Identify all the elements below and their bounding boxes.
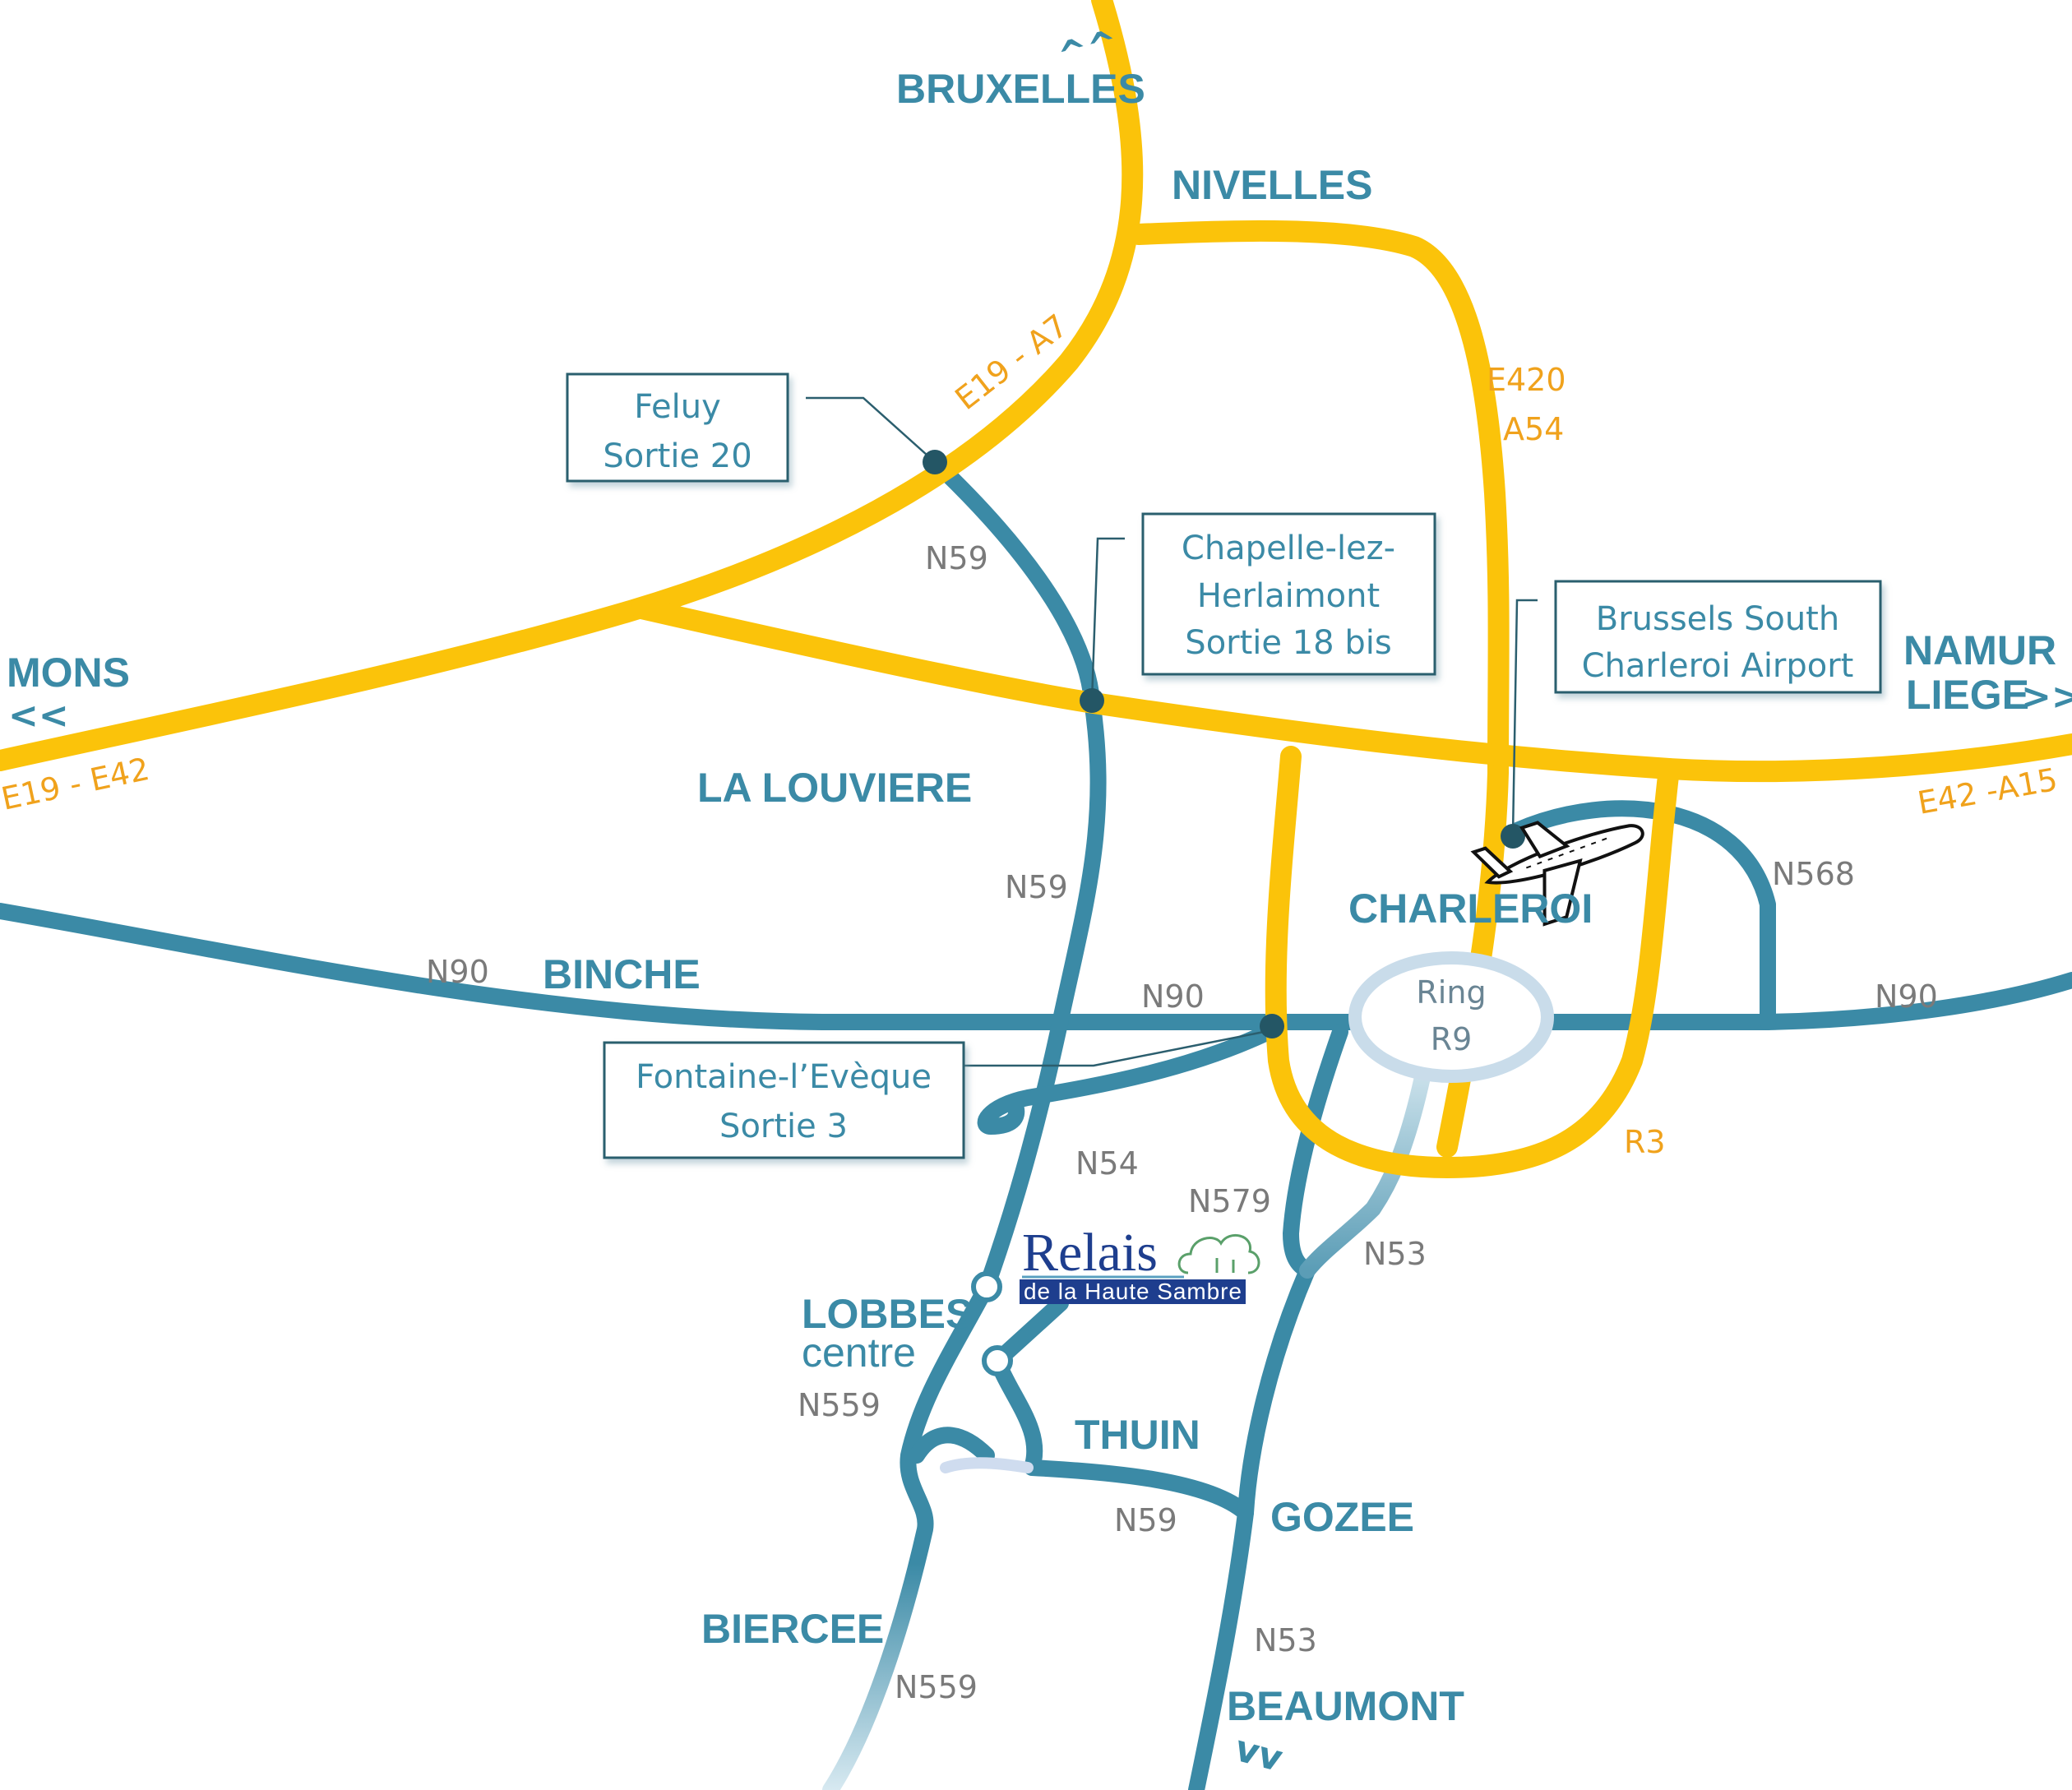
logo-relais: Relais de la Haute Sambre: [1020, 1223, 1260, 1304]
rd-n59-mid: N59: [1005, 869, 1068, 905]
ring-r9: Ring R9: [1348, 951, 1554, 1083]
box-feluy-frame: [566, 372, 789, 483]
rd-n559-top: N559: [798, 1387, 881, 1423]
junction-chapelle: [1080, 688, 1104, 713]
box-airport-frame: [1554, 580, 1882, 694]
city-gozee: GOZEE: [1270, 1494, 1414, 1540]
road-n559: [822, 1279, 995, 1790]
road-n568: [1509, 800, 1776, 1030]
ring-label-line1: Ring: [1416, 974, 1486, 1011]
city-thuin: THUIN: [1075, 1412, 1200, 1458]
leader-fontaine: [964, 1029, 1273, 1067]
hw-r3: R3: [1624, 1124, 1666, 1160]
road-thuin-link: [989, 1353, 1254, 1521]
marker-lobbes-1: [971, 1271, 1002, 1302]
junction-fontaine: [1260, 1014, 1284, 1038]
rd-n90-left: N90: [426, 954, 489, 990]
logo-sub-bg: [1020, 1279, 1246, 1304]
ring-shape: [1348, 951, 1554, 1083]
highways: [0, 0, 2072, 1178]
tree-icon: [1177, 1234, 1260, 1274]
rd-n90-right: N90: [1875, 978, 1938, 1015]
road-labels: N59 N59 N90 N90 N90 N568 N54 N579 N53 N5…: [426, 540, 1938, 1705]
leader-feluy: [806, 396, 936, 463]
road-n90: [0, 903, 2072, 1030]
box-airport: [1554, 580, 1882, 694]
rd-n579: N579: [1188, 1183, 1271, 1219]
city-biercee: BIERCEE: [701, 1606, 884, 1652]
road-n54: [977, 1022, 1280, 1135]
city-mons: MONS: [7, 650, 130, 696]
box-chapelle-frame: [1141, 512, 1436, 676]
arrow-beaumont: vv: [1231, 1728, 1288, 1780]
box-airport-line2: Charleroi Airport: [1582, 647, 1854, 685]
box-chapelle-line3: Sortie 18 bis: [1185, 624, 1391, 662]
road-n53: [1188, 1262, 1316, 1790]
rd-n53-bottom: N53: [1254, 1622, 1317, 1658]
box-fontaine-frame: [603, 1041, 965, 1159]
road-n579: [1283, 1024, 1348, 1279]
box-feluy-line1: Feluy: [634, 388, 721, 426]
city-bruxelles: BRUXELLES: [896, 66, 1145, 112]
highway-e19: [0, 0, 1144, 771]
city-lobbes: LOBBES: [802, 1291, 973, 1337]
rd-n54: N54: [1075, 1145, 1139, 1182]
junctions: [923, 450, 1525, 1376]
box-fontaine-line1: Fontaine-l’Evèque: [636, 1058, 932, 1096]
ring-label-line2: R9: [1431, 1021, 1473, 1057]
rd-n90-mid: N90: [1141, 978, 1205, 1015]
city-la-louviere: LA LOUVIERE: [697, 765, 972, 811]
highway-e420: [1128, 220, 1510, 1158]
road-n59: [927, 454, 1107, 1295]
rd-n59-top: N59: [925, 540, 988, 576]
city-lobbes-centre: centre: [802, 1330, 916, 1376]
city-liege: LIEGE: [1906, 672, 2029, 718]
arrow-mons: <<: [8, 695, 69, 737]
junction-airport: [1501, 824, 1525, 849]
marker-lobbes-2: [982, 1345, 1013, 1376]
box-fontaine: [603, 1041, 965, 1159]
box-fontaine-line2: Sortie 3: [719, 1108, 848, 1145]
box-airport-line1: Brussels South: [1596, 600, 1839, 638]
rd-n53-top: N53: [1363, 1236, 1427, 1272]
box-chapelle-line2: Herlaimont: [1197, 577, 1380, 615]
road-r9-link: [1299, 1069, 1431, 1279]
city-nivelles: NIVELLES: [1172, 162, 1372, 208]
leader-lines: [806, 396, 1538, 1067]
highway-labels: E19 - A7 E420 A54 E19 - E42 E42 -A15 R3: [0, 308, 2060, 1160]
city-beaumont: BEAUMONT: [1227, 1683, 1464, 1729]
box-feluy: [566, 372, 789, 483]
hw-e420: E420: [1487, 362, 1566, 398]
arrow-liege: >>: [2021, 676, 2072, 718]
highway-e42: [631, 598, 2072, 783]
highway-r3: [1265, 746, 1680, 1178]
rd-n559-bottom: N559: [895, 1669, 978, 1705]
rd-n568: N568: [1772, 856, 1855, 892]
junction-feluy: [923, 450, 947, 474]
road-thuin-loop-light: [940, 1457, 1034, 1473]
city-charleroi: CHARLEROI: [1348, 886, 1593, 932]
city-binche: BINCHE: [543, 951, 701, 997]
rd-n59-bottom: N59: [1114, 1502, 1177, 1538]
city-namur: NAMUR: [1903, 627, 2056, 673]
box-feluy-line2: Sortie 20: [603, 437, 752, 475]
hw-a54: A54: [1503, 411, 1564, 447]
road-lobbes-loop: [909, 1427, 995, 1464]
logo-sub: de la Haute Sambre: [1024, 1279, 1242, 1304]
box-chapelle-line1: Chapelle-lez-: [1182, 530, 1395, 567]
leader-airport: [1511, 599, 1538, 835]
city-labels: ^^ BRUXELLES NIVELLES MONS << NAMUR LIEG…: [7, 21, 2072, 1780]
leader-chapelle: [1090, 537, 1125, 701]
airplane-icon: [1470, 821, 1644, 927]
logo-main: Relais: [1022, 1223, 1158, 1283]
box-chapelle: [1141, 512, 1436, 676]
